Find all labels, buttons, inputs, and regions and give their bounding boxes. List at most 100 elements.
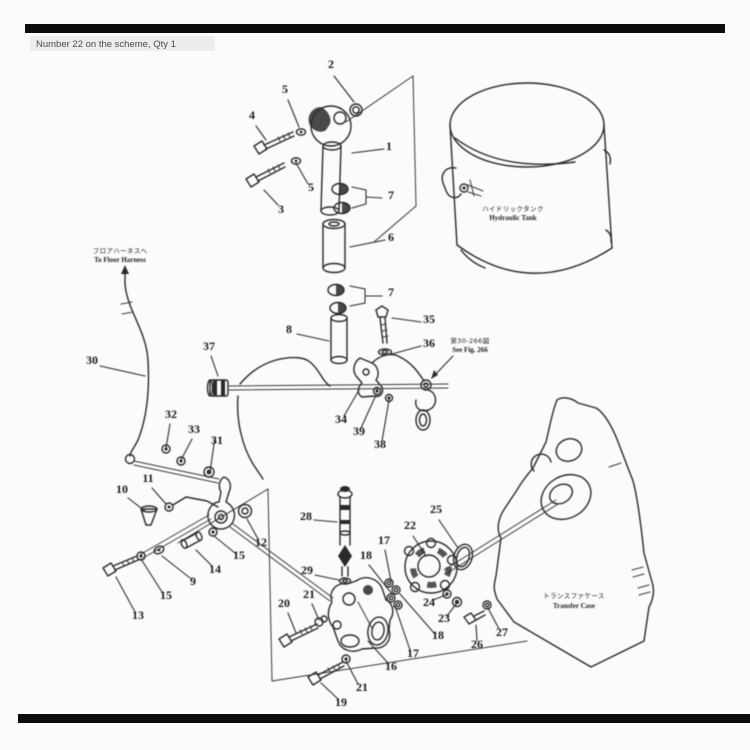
- part-35-bolt: [375, 305, 389, 344]
- tank-label-en: Hydraulic Tank: [489, 214, 536, 222]
- part-number-label-10: 10: [116, 482, 128, 496]
- hose-elbow-assembly: [371, 353, 437, 431]
- part-19-bolt: [307, 661, 345, 686]
- part-2-o-ring: [349, 103, 363, 117]
- part-number-label-5: 5: [308, 180, 314, 194]
- part-number-label-19: 19: [335, 695, 347, 709]
- transfer-case-label-jp: トランスファケース: [543, 592, 605, 600]
- part-number-label-39: 39: [353, 424, 365, 438]
- frame-lines: [177, 75, 528, 682]
- see-fig-en: See Fig. 266: [452, 346, 488, 354]
- part-number-label-4: 4: [249, 108, 255, 122]
- part-number-label-24: 24: [423, 595, 435, 609]
- caption-strip: [30, 36, 215, 51]
- part-9-spacer: [153, 545, 165, 555]
- part-number-label-18: 18: [360, 548, 372, 562]
- part-number-label-25: 25: [430, 502, 442, 516]
- part-5-washer-lower: [290, 157, 302, 165]
- part-number-label-27: 27: [496, 625, 508, 639]
- transfer-case: トランスファケース Transfer Case: [493, 397, 655, 668]
- part-3-bolt: [245, 162, 286, 188]
- part-1-elbow-fitting: [308, 105, 352, 216]
- part-number-label-36: 36: [423, 336, 435, 350]
- part-number-label-17: 17: [407, 646, 419, 660]
- part-number-label-37: 37: [203, 339, 215, 353]
- part-16-valve-body: [327, 577, 394, 652]
- part-number-label-7: 7: [388, 285, 394, 299]
- part-8-tube: [330, 313, 348, 365]
- part-number-label-38: 38: [374, 437, 386, 451]
- leader-lines: [99, 75, 500, 700]
- part-22-flange: [403, 537, 458, 594]
- part-number-label-6: 6: [388, 230, 394, 244]
- part-26-plug: [463, 610, 486, 625]
- part-number-label-21: 21: [356, 680, 368, 694]
- part-number-label-5: 5: [282, 82, 288, 96]
- part-number-label-18: 18: [432, 628, 444, 642]
- part-5-washer-upper: [295, 128, 307, 136]
- bottom-black-bar: [18, 714, 750, 723]
- part-37-fitting: [206, 379, 229, 397]
- part-34-bracket: [353, 357, 384, 398]
- part-number-label-33: 33: [188, 422, 200, 436]
- part-27-washer: [482, 600, 492, 610]
- part-number-label-11: 11: [142, 471, 153, 485]
- part-number-label-8: 8: [286, 322, 292, 336]
- part-number-label-7: 7: [388, 188, 394, 202]
- part-number-labels: 1234556778910111213141515161717181819202…: [86, 57, 508, 709]
- part-number-label-28: 28: [300, 509, 312, 523]
- part-number-label-29: 29: [301, 563, 313, 577]
- part-28-spool: [337, 486, 353, 577]
- part-number-label-12: 12: [255, 535, 267, 549]
- part-4-bolt: [253, 131, 295, 155]
- lever-to-valve-rod: [229, 523, 334, 602]
- part-number-label-32: 32: [165, 407, 177, 421]
- floor-harness-jp: フロアハーネスヘ: [93, 247, 148, 255]
- part-12-o-ring: [237, 503, 253, 519]
- part-14-sleeve: [180, 531, 203, 549]
- part-number-label-3: 3: [278, 202, 284, 216]
- caption-text: Number 22 on the scheme, Qty 1: [36, 39, 176, 50]
- part-number-label-16: 16: [385, 659, 397, 673]
- parts-17-18-rings: [384, 578, 403, 610]
- part-number-label-2: 2: [328, 57, 334, 71]
- part-number-label-22: 22: [404, 518, 416, 532]
- tank-label-jp: ハイドリックタンク: [482, 204, 544, 213]
- part-24-washer: [442, 589, 452, 599]
- part-15-washer-right: [208, 527, 218, 537]
- floor-harness-en: To Floor Harness: [94, 256, 146, 264]
- top-black-bar: [25, 24, 725, 33]
- part-number-label-23: 23: [438, 611, 450, 625]
- part-25-o-ring: [452, 543, 474, 571]
- linkage-rod-upper: [133, 444, 220, 484]
- part-13-bolt: [102, 555, 139, 577]
- see-fig-note: 第30-266図 See Fig. 266: [431, 336, 489, 379]
- lever-lower-rod: [140, 514, 212, 559]
- part-number-label-35: 35: [423, 312, 435, 326]
- part-number-label-30: 30: [86, 353, 98, 367]
- part-23-nut: [451, 596, 463, 608]
- part-7-nuts-lower: [327, 283, 347, 315]
- part-number-label-15: 15: [233, 548, 245, 562]
- rod-to-transfer-case: [443, 499, 559, 575]
- part-number-label-21: 21: [303, 587, 315, 601]
- part-number-label-26: 26: [471, 637, 483, 651]
- part-number-label-34: 34: [335, 412, 347, 426]
- lever-body: [207, 476, 236, 530]
- part-number-label-31: 31: [211, 433, 223, 447]
- part-number-label-13: 13: [132, 608, 144, 622]
- part-number-label-1: 1: [386, 139, 392, 153]
- part-number-label-17: 17: [378, 533, 390, 547]
- see-fig-jp: 第30-266図: [450, 336, 489, 345]
- part-number-label-14: 14: [209, 562, 221, 576]
- part-21-washer-lower: [341, 654, 351, 664]
- part-number-label-20: 20: [278, 596, 290, 610]
- hydraulic-tank: ハイドリックタンク Hydraulic Tank: [441, 82, 613, 274]
- lever-assembly: [102, 476, 334, 602]
- part-number-label-9: 9: [190, 574, 196, 588]
- part-33-washer: [176, 456, 186, 466]
- part-20-bolt: [278, 623, 319, 648]
- part-31-nut: [203, 466, 215, 478]
